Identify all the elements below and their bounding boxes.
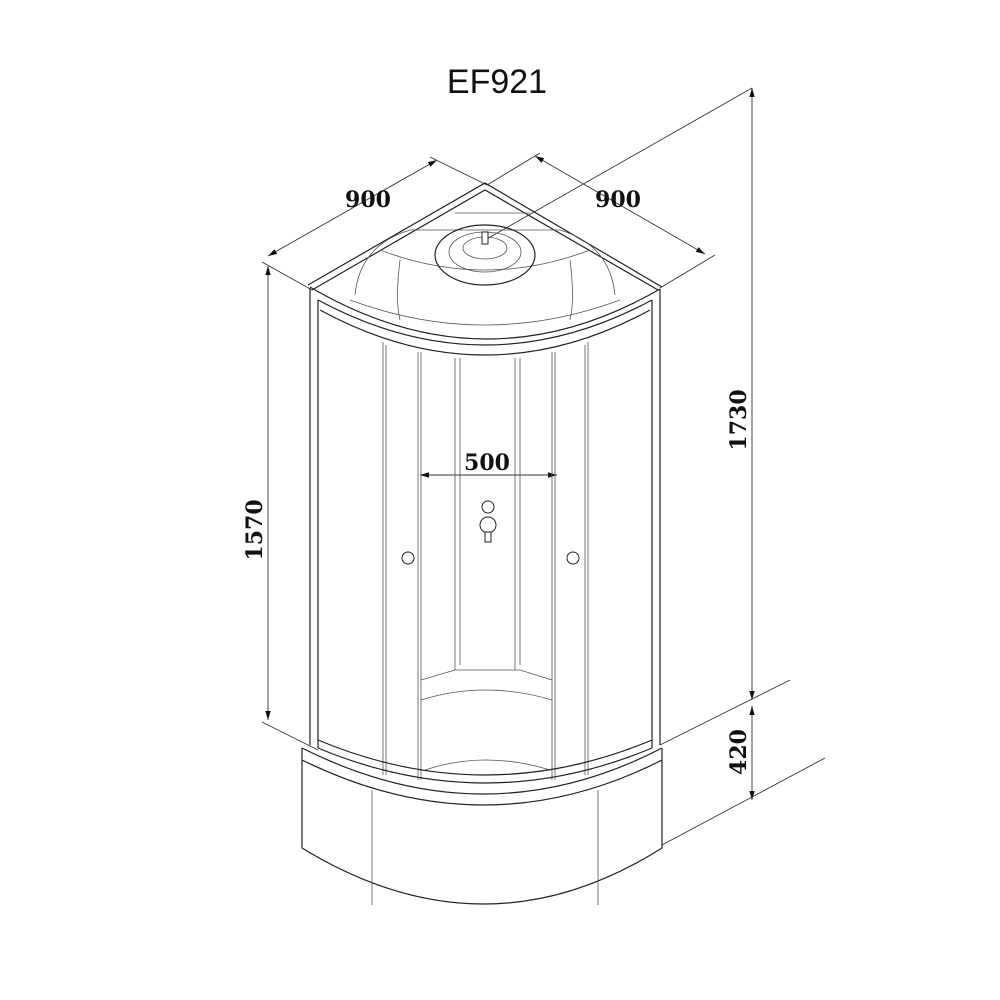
label-width-left: 900 — [345, 187, 391, 213]
dim-line-width-right — [534, 155, 706, 255]
door-handle-left-icon — [401, 551, 415, 565]
label-total-height: 1730 — [726, 389, 752, 450]
dim-line-width-left — [267, 159, 438, 257]
mixer-tap-icon — [479, 500, 497, 543]
overhead-shower-icon — [481, 231, 489, 245]
door-handle-right-icon — [566, 551, 580, 565]
cabin-frame — [309, 288, 661, 784]
shower-tray — [301, 747, 663, 905]
label-door-opening: 500 — [464, 450, 510, 476]
model-title: EF921 — [447, 63, 547, 101]
label-cabin-height: 1570 — [242, 499, 268, 560]
dimension-lines — [261, 87, 826, 846]
label-tray-height: 420 — [726, 729, 752, 775]
label-width-right: 900 — [595, 187, 641, 213]
cabin-roof — [307, 182, 663, 356]
